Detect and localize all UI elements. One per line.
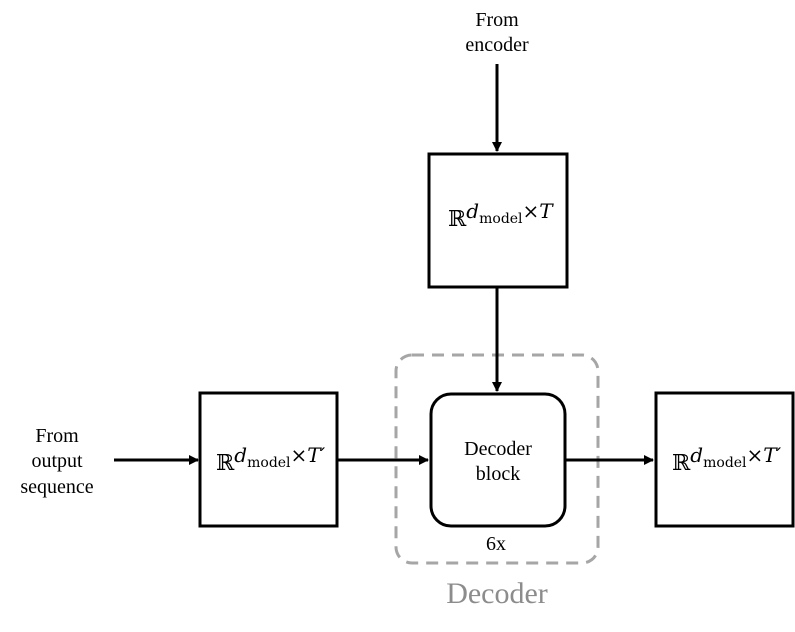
- output-tensor-math: ℝdmodel×T′: [672, 443, 782, 476]
- decoder-block-box: [429, 392, 567, 528]
- from-output-line-2: output: [31, 450, 83, 472]
- from-output-line-3: sequence: [20, 476, 93, 498]
- decoder-group-label: Decoder: [446, 577, 548, 610]
- decoder-repeat-count: 6x: [486, 533, 506, 555]
- from-encoder-label: From encoder: [465, 9, 529, 56]
- from-output-line-1: From: [35, 425, 79, 447]
- input-tensor-box: [198, 391, 339, 528]
- from-output-sequence-label: From output sequence: [20, 425, 93, 498]
- from-encoder-line-2: encoder: [465, 34, 529, 56]
- from-encoder-line-1: From: [475, 9, 519, 31]
- decoder-block-line-2: block: [476, 463, 520, 485]
- encoder-tensor-math: ℝdmodel×T: [448, 199, 554, 232]
- output-tensor-box: [654, 391, 795, 528]
- encoder-tensor-box: [427, 152, 569, 289]
- input-tensor-math: ℝdmodel×T′: [216, 443, 326, 476]
- decoder-block-line-1: Decoder: [464, 438, 532, 460]
